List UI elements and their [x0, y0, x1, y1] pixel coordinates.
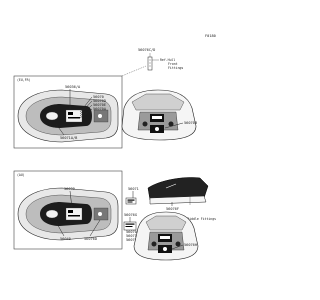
callout-note-line-1: Ref.Hull [160, 58, 175, 62]
top-panel: (EU,FR) 56036/A 56070 56070D 56070E 5607… [13, 65, 147, 149]
watercraft-rear-view-bottom: 56076H [133, 211, 199, 261]
callout-note-line-2: Front [168, 62, 178, 66]
part-56070B: 56070B [184, 121, 197, 125]
middle-fittings-detail: 56071 56076G 56070H 56071B 56076E [123, 187, 139, 242]
part-56070H: 56070H [126, 230, 139, 234]
parts-diagram-page: F0180 56076C/D Ref.Hull Front Fittings (… [13, 34, 217, 261]
part-56040: 56040 [60, 237, 71, 241]
bottom-panel: (AU) 56039 56040 56076D [13, 170, 123, 250]
part-56070E: 56070E [93, 103, 106, 107]
part-56076E: 56076E [126, 238, 139, 242]
part-56036A: 56036/A [65, 85, 81, 89]
part-56070D: 56070D [93, 99, 106, 103]
watercraft-top-view-bottom [17, 187, 119, 241]
part-56071: 56071 [128, 187, 139, 191]
exploded-parts-diagram: F0180 56076C/D Ref.Hull Front Fittings (… [13, 34, 216, 261]
part-56071AB: 56071A/B [60, 136, 77, 140]
part-56071B: 56071B [126, 234, 139, 238]
diagram-code: F0180 [205, 34, 216, 38]
part-56076H: 56076H [184, 243, 197, 247]
part-56039: 56039 [64, 187, 75, 191]
watercraft-top-view [17, 89, 119, 143]
bottom-note: Ref.Hull Middle Fittings [170, 217, 216, 221]
callout-note-line-3: Fittings [168, 66, 183, 70]
seat-side-view: 56076F Ref.Hull Middle Fittings [147, 177, 216, 221]
callout-part-top: 56076C/D [138, 48, 155, 52]
bottom-region-label: (AU) [17, 173, 25, 177]
part-56070: 56070 [93, 95, 104, 99]
part-56076F: 56076F [166, 207, 179, 211]
part-56076G: 56076G [124, 213, 137, 217]
top-region-label: (EU,FR) [17, 78, 31, 82]
part-56076D: 56076D [84, 237, 97, 241]
part-56070A: 56070A [93, 107, 107, 111]
front-fittings-decal: 56076C/D Ref.Hull Front Fittings [138, 48, 183, 71]
watercraft-rear-view-top: 56070B [121, 89, 197, 141]
